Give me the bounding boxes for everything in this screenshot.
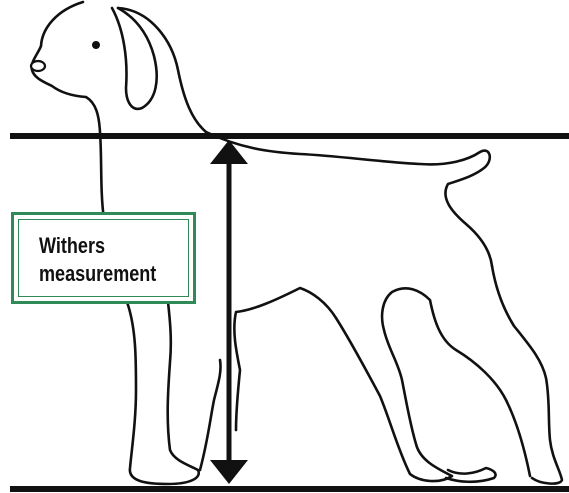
dog-eye <box>92 41 100 49</box>
dog-ear <box>110 6 158 111</box>
withers-label-box: Withers measurement <box>11 212 196 304</box>
dog-outline-back <box>204 130 494 268</box>
measurement-arrow-top-head <box>210 140 248 164</box>
dog-outline-nape <box>116 6 208 134</box>
label-line-1: Withers <box>39 233 105 258</box>
dog-nose <box>29 59 47 73</box>
dog-outline-hind-back <box>490 264 564 485</box>
dog-outline-front <box>30 0 201 486</box>
label-line-2: measurement <box>39 261 157 286</box>
dog-outline-front-inner <box>198 358 222 472</box>
dog-outline-hind-front <box>233 286 532 483</box>
withers-label-inner: Withers measurement <box>18 219 189 297</box>
measurement-arrow-bottom-head <box>210 460 248 484</box>
dog-outline-far-hind <box>444 466 497 484</box>
